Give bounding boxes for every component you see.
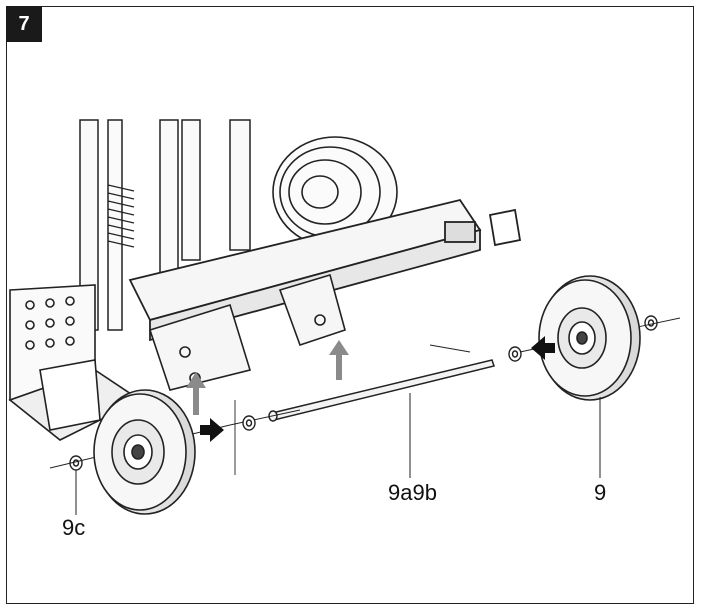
spring [107,184,135,248]
direction-arrows [200,336,555,442]
base-platform [8,284,142,441]
lower-brackets [148,273,346,391]
callout-axle: 9a9b [388,480,437,505]
lift-mast [79,119,251,331]
left-wheel [93,389,196,515]
callout-leaders [75,393,601,515]
axle-rod [229,344,495,426]
cable-reel [272,136,398,248]
callout-washer: 9c [62,515,85,540]
callout-wheel: 9 [594,480,606,505]
lift-arrows [186,340,349,415]
right-wheel [538,275,641,401]
step-number-badge: 7 [6,6,42,42]
